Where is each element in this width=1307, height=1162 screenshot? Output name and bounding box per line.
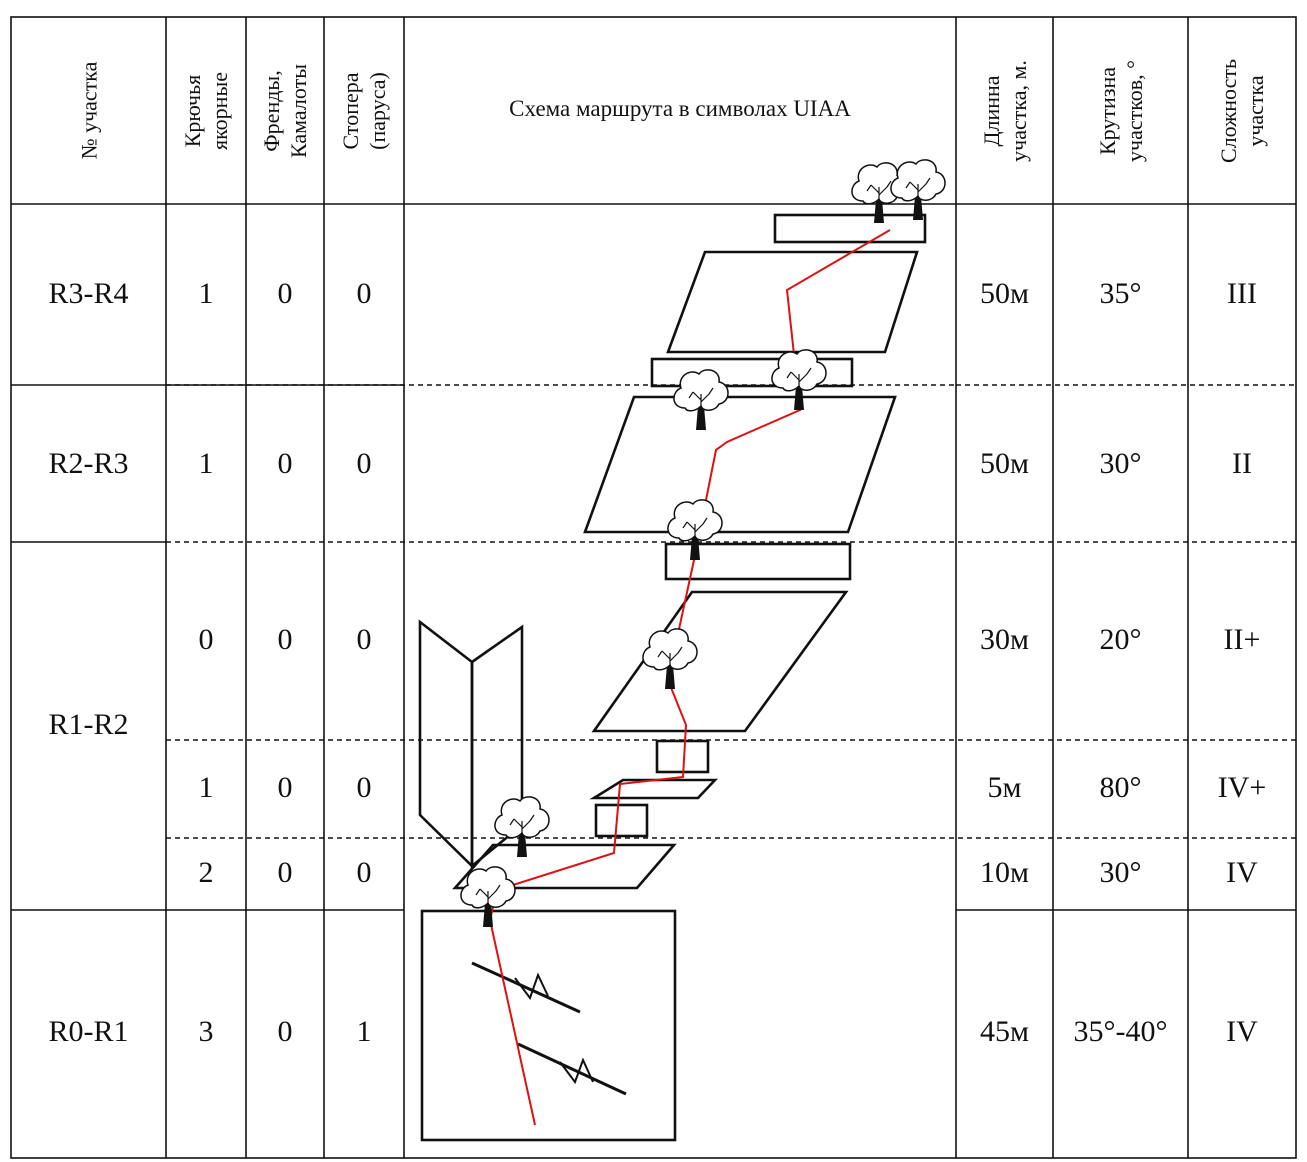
header-length-text: Длинна участка, м. [978, 60, 1032, 162]
tree-icon [667, 499, 723, 561]
cell-steepness: 80° [1099, 771, 1142, 804]
cell-difficulty: IV [1226, 1015, 1258, 1048]
header-steepness: Крутизна участков, ° [1053, 17, 1188, 204]
header-line: (паруса) [364, 71, 390, 150]
header-anchor-pitons-text: Крючья якорные [179, 71, 233, 149]
header-line: Сложность [1215, 58, 1241, 163]
cell-difficulty: IV [1226, 856, 1258, 889]
cell-steepness: 30° [1099, 856, 1142, 889]
header-line: Стопера [337, 71, 363, 150]
cell-steepness: 20° [1099, 623, 1142, 656]
header-line: Крутизна [1094, 66, 1120, 155]
header-line: Камалоты [286, 63, 311, 158]
cell-friends: 0 [277, 1015, 293, 1048]
section-label: R3-R4 [48, 277, 129, 310]
header-line: участка, м. [1005, 59, 1031, 162]
tree-icon [494, 796, 550, 858]
header-stoppers-text: Стопера (паруса) [337, 72, 391, 150]
cell-steepness: 30° [1099, 447, 1142, 480]
header-length: Длинна участка, м. [956, 17, 1053, 204]
tree-icon [642, 628, 698, 690]
cell-pitons: 0 [198, 623, 214, 656]
cell-difficulty: III [1227, 277, 1257, 310]
cell-steepness: 35° [1099, 277, 1142, 310]
header-difficulty: Сложность участка [1188, 17, 1296, 204]
cell-length: 10м [980, 856, 1029, 889]
cell-stoppers: 0 [356, 623, 372, 656]
cell-pitons: 2 [198, 856, 214, 889]
header-anchor-pitons: Крючья якорные [166, 17, 246, 204]
cell-friends: 0 [277, 623, 293, 656]
section-label: R0-R1 [48, 1015, 129, 1048]
header-section-no-text: № участка [75, 61, 101, 160]
cell-stoppers: 0 [356, 771, 372, 804]
cell-length: 50м [980, 447, 1029, 480]
header-line: Френды, [259, 69, 284, 152]
header-line: Длинна [978, 74, 1004, 147]
route-line [488, 229, 891, 1126]
header-section-no: № участка [11, 17, 166, 204]
table-border [10, 16, 1297, 1159]
section-label: R1-R2 [48, 708, 129, 741]
header-line: участка [1242, 74, 1268, 147]
cell-steepness: 35°-40° [1073, 1015, 1168, 1048]
section-label: R2-R3 [48, 447, 129, 480]
piton-symbols [471, 961, 627, 1096]
cell-friends: 0 [277, 856, 293, 889]
cell-difficulty: II [1232, 447, 1252, 480]
cell-pitons: 3 [198, 1015, 214, 1048]
cell-pitons: 1 [198, 771, 214, 804]
tree-icon [673, 369, 729, 431]
cell-stoppers: 1 [356, 1015, 372, 1048]
cell-difficulty: II+ [1223, 623, 1261, 656]
header-line: участков, ° [1121, 59, 1147, 162]
cell-length: 50м [980, 277, 1029, 310]
cell-stoppers: 0 [356, 447, 372, 480]
header-friends-text: Френды, Камалоты [258, 64, 312, 158]
cell-stoppers: 0 [356, 277, 372, 310]
cell-length: 5м [987, 771, 1022, 804]
header-stoppers: Стопера (паруса) [324, 17, 404, 204]
header-line: якорные [206, 71, 232, 150]
cell-pitons: 1 [198, 447, 214, 480]
tree-icon [460, 866, 516, 928]
header-scheme: Схема маршрута в символах UIAA [509, 96, 851, 121]
cell-length: 30м [980, 623, 1029, 656]
tree-icon [890, 159, 946, 221]
cell-difficulty: IV+ [1217, 771, 1267, 804]
cell-friends: 0 [277, 277, 293, 310]
cell-length: 45м [980, 1015, 1029, 1048]
cell-stoppers: 0 [356, 856, 372, 889]
header-difficulty-text: Сложность участка [1215, 58, 1269, 162]
cell-friends: 0 [277, 771, 293, 804]
cell-friends: 0 [277, 447, 293, 480]
cell-pitons: 1 [198, 277, 214, 310]
header-line: Крючья [179, 74, 205, 147]
header-steepness-text: Крутизна участков, ° [1094, 60, 1148, 162]
header-friends: Френды, Камалоты [246, 17, 324, 204]
